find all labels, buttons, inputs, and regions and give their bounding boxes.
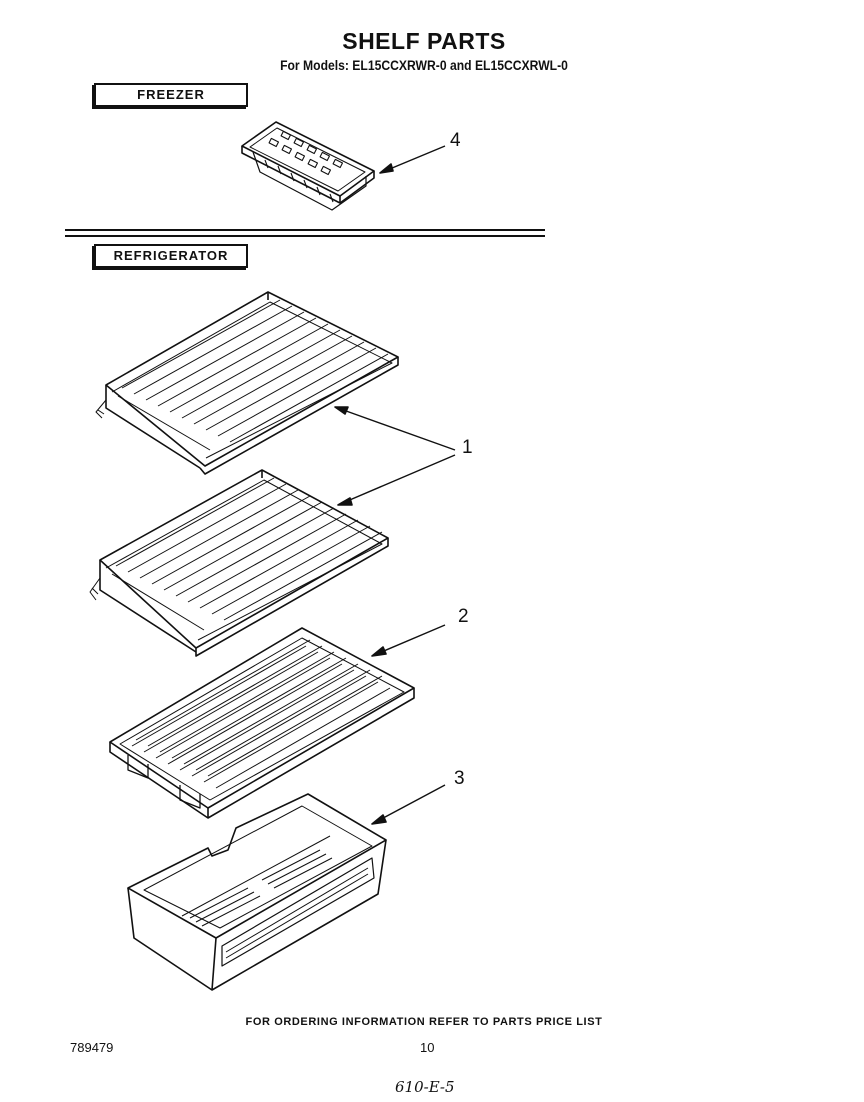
crisper-drawer-illustration: [127, 784, 446, 991]
ice-cube-tray-illustration: [241, 121, 446, 211]
section-divider-top: [65, 229, 545, 231]
ordering-information-note: FOR ORDERING INFORMATION REFER TO PARTS …: [245, 1016, 603, 1028]
callout-glass-shelf: 2: [458, 606, 469, 627]
callout-wire-shelf: 1: [462, 437, 473, 458]
glass-shelf-illustration: [109, 624, 446, 819]
freezer-section-label: FREEZER: [94, 83, 248, 107]
page-number: 10: [420, 1040, 435, 1055]
wire-shelf-lower-illustration: [89, 454, 456, 657]
models-subtitle: For Models: EL15CCXRWR-0 and EL15CCXRWL-…: [280, 58, 568, 73]
document-number: 789479: [70, 1040, 114, 1055]
handwritten-note: 610-E-5: [395, 1078, 455, 1096]
callout-crisper: 3: [454, 768, 465, 789]
section-divider-bottom: [65, 235, 545, 237]
wire-shelf-upper-illustration: [95, 291, 456, 475]
refrigerator-section-label: REFRIGERATOR: [94, 244, 248, 268]
page-title: SHELF PARTS: [342, 28, 506, 54]
callout-ice-tray: 4: [450, 130, 461, 151]
